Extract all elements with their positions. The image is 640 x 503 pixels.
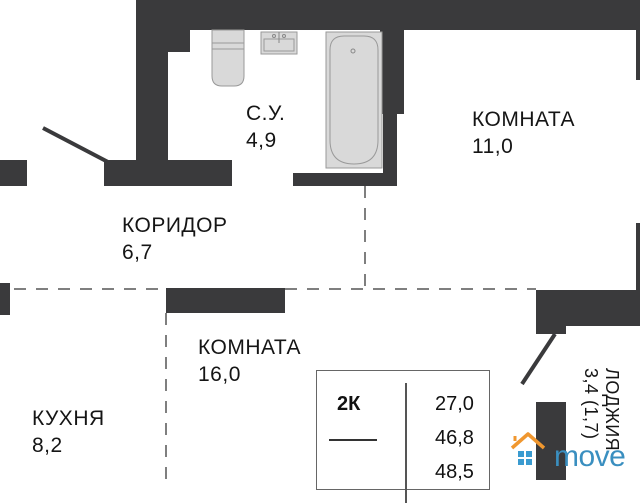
room-name: КОМНАТА	[198, 336, 301, 359]
toilet-icon	[211, 29, 245, 87]
apartment-type: 2К	[337, 393, 361, 415]
room-area: 11,0	[472, 135, 514, 158]
living-area-value: 27,0	[435, 393, 474, 415]
move-logo-text: move	[554, 440, 626, 473]
total-area-value: 46,8	[435, 427, 474, 449]
wall-loggia-lower	[536, 402, 566, 480]
wall-left-lower-stub	[0, 283, 10, 315]
wall-loggia-top-notch	[536, 290, 566, 334]
wall-room16-top	[166, 288, 285, 313]
loggia-door-swing	[520, 332, 557, 386]
wall-bath-left-thick	[136, 0, 168, 186]
room-living-label: КОМНАТА 16,0	[198, 334, 301, 388]
summary-divider-dash	[329, 439, 377, 441]
entrance-door-swing	[42, 126, 109, 164]
move-logo: move	[508, 432, 640, 480]
plan-lines	[14, 29, 557, 480]
wall-bath-bottom-right	[293, 173, 397, 186]
wall-right-edge-lower	[636, 223, 640, 293]
room-name: КОМНАТА	[472, 108, 575, 131]
sink-icon	[260, 31, 298, 55]
wall-left-stub	[0, 160, 27, 186]
apartment-summary-box: 2К 27,0 46,8 48,5	[316, 370, 490, 503]
move-logo-house-icon	[510, 432, 546, 465]
wall-bath-bottom-left	[104, 160, 232, 186]
room-name: КОРИДОР	[122, 214, 228, 237]
total-area-with-loggia-value: 48,5	[435, 461, 474, 483]
wall-bath-right	[383, 110, 397, 186]
room-corridor-label: КОРИДОР 6,7	[122, 212, 228, 266]
wall-right-edge	[636, 0, 640, 80]
wall-bath-left-notch	[168, 30, 190, 52]
wall-top-right-edge	[380, 0, 404, 114]
room-area: 6,7	[122, 241, 153, 264]
room-kitchen-label: КУХНЯ 8,2	[32, 405, 105, 459]
room-name: КУХНЯ	[32, 407, 105, 430]
room-name: С.У.	[246, 102, 286, 125]
room-bedroom-small-label: КОМНАТА 11,0	[472, 106, 575, 160]
room-area: 16,0	[198, 363, 241, 386]
room-bathroom-label: С.У. 4,9	[246, 100, 285, 154]
summary-vertical-divider	[405, 383, 407, 503]
room-area: 4,9	[246, 129, 277, 152]
room-area: 8,2	[32, 434, 63, 457]
bathtub-icon	[325, 31, 383, 169]
